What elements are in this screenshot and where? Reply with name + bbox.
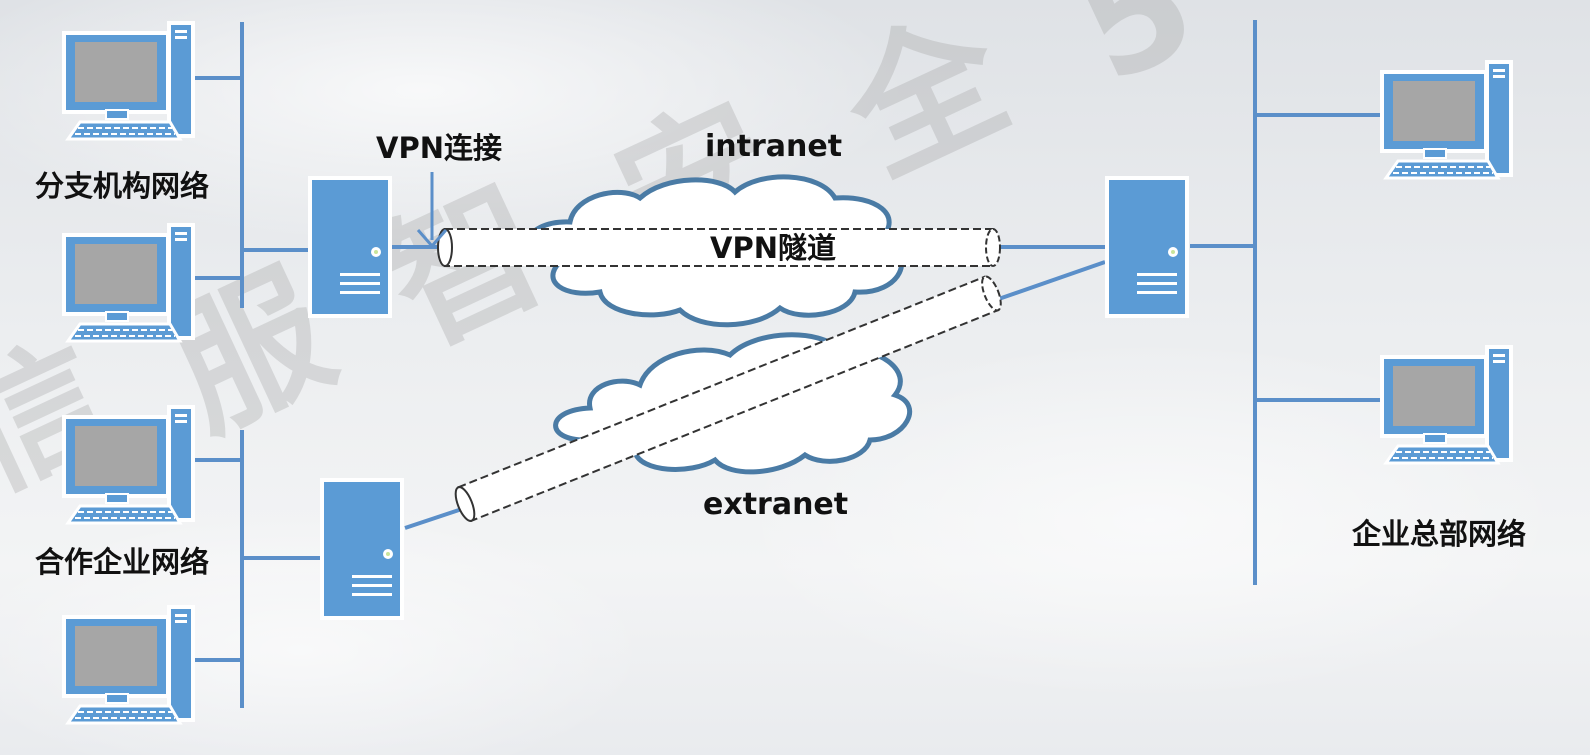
partner-computer-1: [60, 403, 197, 525]
vpn-connection-arrow: [416, 172, 448, 249]
tunnel-to-hq-server-extranet: [989, 260, 1106, 304]
partner-vpn-server: [320, 478, 404, 620]
hq-computer-2: [1378, 343, 1515, 465]
vpn-tunnel-extranet: [454, 275, 1002, 523]
watermark-char: 5: [1052, 0, 1220, 118]
hq-computer-1: [1378, 58, 1515, 180]
watermark-char: 智: [362, 157, 571, 378]
partner-server-to-tunnel: [404, 506, 466, 530]
branch-computer-1: [60, 19, 197, 141]
partner-network-label: 合作企业网络: [35, 545, 209, 579]
partner-computer-2: [60, 603, 197, 725]
intranet-label: intranet: [705, 129, 842, 164]
branch-computer-2: [60, 221, 197, 343]
vpn-tunnel-label: VPN隧道: [710, 231, 836, 265]
branch-vpn-server: [308, 176, 392, 318]
hq-vpn-server: [1105, 176, 1189, 318]
vpn-tunnel-intranet: [437, 228, 1001, 267]
extranet-label: extranet: [703, 487, 848, 522]
branch-network-label: 分支机构网络: [35, 169, 209, 203]
vpn-connection-label: VPN连接: [376, 131, 502, 165]
watermark-char: 全: [821, 0, 1032, 208]
hq-network-label: 企业总部网络: [1352, 517, 1526, 551]
